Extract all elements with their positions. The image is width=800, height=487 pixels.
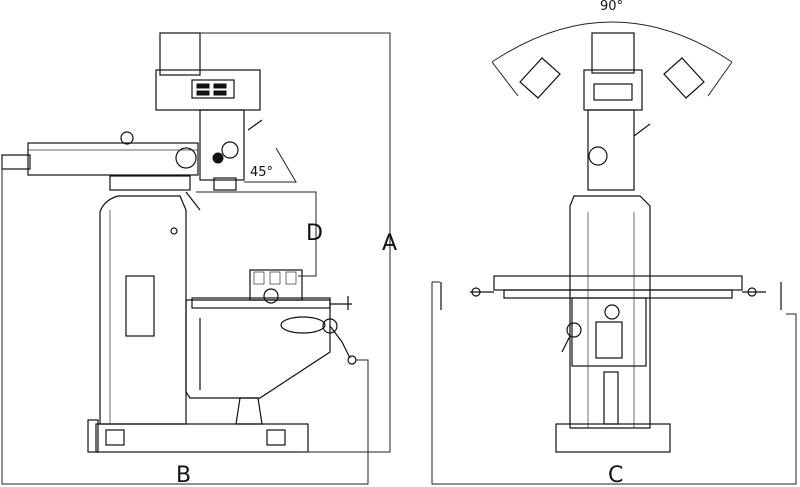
side-column (99, 195, 187, 425)
swivel-arc-left-end (491, 61, 519, 97)
side-table-handwheel-hub (263, 288, 279, 304)
swivel-angle-label: 90° (600, 0, 623, 14)
front-view: 90° C (431, 0, 797, 487)
front-quill-handwheel (588, 146, 608, 166)
side-quill-handwheel (221, 141, 239, 159)
side-belt-housing (155, 69, 261, 111)
dim-d-line (196, 191, 317, 277)
front-elevating-screw (603, 371, 619, 425)
dim-b-label: B (176, 463, 191, 487)
tilt-angle-label: 45° (250, 165, 273, 180)
side-column-plug (170, 227, 178, 235)
dim-a-line (200, 32, 391, 453)
front-motor (591, 32, 635, 74)
side-ram-lock-lever (185, 191, 201, 211)
dim-b-line (1, 160, 369, 485)
side-knee-boss (280, 316, 326, 334)
side-turret (109, 175, 191, 191)
side-downfeed-knob (212, 152, 224, 164)
front-knee-crank-hub (566, 322, 582, 338)
side-tslot-2 (269, 271, 281, 285)
front-saddle-handwheel (604, 304, 620, 320)
side-base-lip (87, 419, 99, 453)
side-knee-crank-arm (329, 325, 351, 359)
side-tilt-arc (244, 147, 297, 183)
dim-d-label: D (306, 221, 323, 246)
dim-c-line (431, 282, 797, 485)
side-base-foot-left (105, 429, 125, 446)
swivel-arc-right-end (707, 61, 733, 97)
front-saddle (503, 289, 733, 299)
side-belt-cover-panel (191, 79, 235, 99)
swivel-arc (491, 21, 733, 63)
front-knee (571, 297, 647, 367)
front-belt-cover (593, 83, 633, 101)
side-knee (185, 299, 331, 399)
front-quill-housing (587, 109, 635, 191)
side-lift-ring (120, 131, 134, 145)
side-tslot-3 (285, 271, 297, 285)
side-knee-crank-handle (347, 355, 357, 365)
side-spindle-nose (213, 177, 237, 191)
side-vent-4 (213, 90, 227, 96)
side-vent-1 (196, 83, 210, 89)
swivel-head-left (519, 57, 561, 99)
side-motor (159, 32, 201, 76)
side-ram (27, 142, 199, 176)
side-view: 45° D A B (1, 32, 397, 487)
side-vent-2 (213, 83, 227, 89)
side-table-end (249, 269, 303, 301)
front-column (569, 195, 651, 429)
side-vent-3 (196, 90, 210, 96)
side-ram-end (1, 154, 31, 170)
front-knee-crank-arm (561, 335, 571, 353)
side-ram-pivot (175, 147, 197, 169)
side-knee-crank-hub (322, 318, 338, 334)
side-quill-lever (247, 119, 263, 131)
front-table-handwheel-right (747, 287, 757, 297)
side-base (95, 423, 309, 453)
side-saddle (191, 297, 331, 309)
side-base-foot-right (266, 429, 286, 446)
front-table-handwheel-left (471, 287, 481, 297)
side-column-door (125, 275, 155, 337)
side-quill-housing (199, 109, 245, 181)
front-quill-lever (633, 123, 651, 137)
swivel-head-right (663, 57, 705, 99)
front-table (493, 275, 743, 291)
side-tslot-1 (253, 271, 265, 285)
front-belt-housing (583, 69, 643, 111)
dim-c-label: C (608, 463, 623, 487)
dim-a-label: A (382, 231, 397, 256)
side-elevating-screw-housing (235, 397, 263, 425)
front-knee-panel (595, 321, 623, 359)
